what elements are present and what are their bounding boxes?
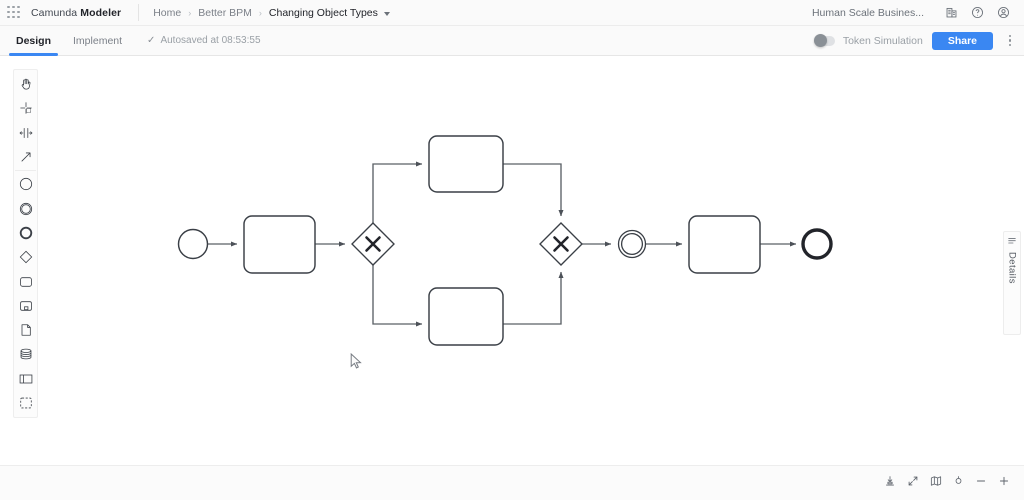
flow-gateway-to-task-top[interactable] bbox=[372, 161, 423, 223]
autosave-status: ✓ Autosaved at 08:53:55 bbox=[147, 35, 260, 46]
element-palette bbox=[13, 69, 38, 419]
mouse-cursor bbox=[350, 353, 362, 369]
chevron-down-icon[interactable] bbox=[383, 11, 390, 16]
canvas-footer bbox=[0, 465, 1024, 500]
create-gateway[interactable] bbox=[13, 245, 38, 269]
minus-icon[interactable] bbox=[975, 475, 987, 487]
space-tool[interactable] bbox=[13, 121, 38, 145]
create-data-store[interactable] bbox=[13, 342, 38, 366]
create-task[interactable] bbox=[13, 269, 38, 293]
organization-name[interactable]: Human Scale Busines... bbox=[811, 6, 924, 19]
lasso-tool[interactable] bbox=[13, 96, 38, 120]
share-button[interactable]: Share bbox=[931, 31, 993, 50]
details-panel-tab[interactable]: Details bbox=[1003, 231, 1021, 335]
create-group[interactable] bbox=[13, 391, 38, 415]
flow-task-top-to-join[interactable] bbox=[503, 163, 564, 217]
editor-toolbar: Design Implement ✓ Autosaved at 08:53:55… bbox=[0, 26, 1024, 56]
breadcrumb-separator: › bbox=[258, 7, 262, 18]
reset-zoom-icon[interactable] bbox=[953, 475, 964, 486]
create-data-object[interactable] bbox=[13, 318, 38, 342]
token-simulation-label: Token Simulation bbox=[842, 34, 923, 47]
organization-icon[interactable] bbox=[938, 0, 964, 26]
breadcrumb: Home › Better BPM › Changing Object Type… bbox=[153, 7, 390, 19]
account-icon[interactable] bbox=[990, 0, 1016, 26]
header-divider bbox=[138, 4, 140, 21]
apps-grid-icon[interactable] bbox=[7, 5, 21, 20]
flow-task-bottom-to-join[interactable] bbox=[503, 271, 564, 325]
brand-label[interactable]: Camunda Modeler bbox=[31, 7, 121, 19]
help-icon[interactable] bbox=[964, 0, 990, 26]
token-simulation-control[interactable]: Token Simulation bbox=[813, 34, 923, 47]
breadcrumb-separator: › bbox=[188, 7, 192, 18]
end-event[interactable] bbox=[801, 228, 833, 260]
global-connect-tool[interactable] bbox=[13, 145, 38, 169]
task-2[interactable] bbox=[688, 215, 761, 274]
breadcrumb-project[interactable]: Better BPM bbox=[198, 6, 252, 19]
create-participant[interactable] bbox=[13, 367, 38, 391]
tab-implement[interactable]: Implement bbox=[73, 34, 123, 47]
flow-gateway-to-task-bottom[interactable] bbox=[372, 265, 423, 327]
download-icon[interactable] bbox=[884, 475, 896, 487]
create-intermediate-event[interactable] bbox=[13, 196, 38, 220]
details-panel-label: Details bbox=[1006, 252, 1018, 284]
sequence-flows bbox=[208, 161, 797, 327]
palette-divider bbox=[15, 170, 36, 172]
hand-tool[interactable] bbox=[13, 72, 38, 96]
start-event[interactable] bbox=[177, 228, 209, 260]
brand-bold: Modeler bbox=[80, 6, 122, 19]
zoom-toolbar bbox=[884, 472, 1010, 489]
breadcrumb-home[interactable]: Home bbox=[153, 6, 182, 19]
header-right-group: Human Scale Busines... bbox=[812, 0, 1024, 26]
intermediate-event[interactable] bbox=[617, 229, 647, 259]
diagram-canvas[interactable] bbox=[0, 56, 1024, 465]
bpmn-diagram bbox=[177, 135, 833, 346]
kebab-menu-icon[interactable] bbox=[1002, 30, 1018, 52]
gateway-split[interactable] bbox=[351, 222, 395, 266]
task-bottom[interactable] bbox=[428, 287, 504, 346]
create-start-event[interactable] bbox=[13, 172, 38, 196]
expand-arrows-icon[interactable] bbox=[907, 475, 919, 487]
map-icon[interactable] bbox=[930, 475, 942, 487]
brand-prefix: Camunda bbox=[31, 6, 81, 19]
toggle-knob bbox=[813, 34, 827, 47]
toolbar-right-group: Token Simulation Share bbox=[813, 30, 1024, 52]
token-simulation-toggle[interactable] bbox=[813, 34, 835, 47]
list-lines-icon bbox=[1007, 236, 1017, 246]
plus-icon[interactable] bbox=[998, 475, 1010, 487]
autosave-text: Autosaved at 08:53:55 bbox=[160, 35, 261, 46]
create-subprocess[interactable] bbox=[13, 294, 38, 318]
gateway-join[interactable] bbox=[539, 222, 583, 266]
editor-tabs: Design Implement bbox=[0, 26, 133, 56]
check-icon: ✓ bbox=[147, 34, 156, 46]
task-top[interactable] bbox=[428, 135, 504, 193]
tab-design[interactable]: Design bbox=[5, 26, 62, 56]
breadcrumb-file[interactable]: Changing Object Types bbox=[268, 6, 378, 19]
task-1[interactable] bbox=[243, 215, 316, 274]
create-end-event[interactable] bbox=[13, 221, 38, 245]
top-header: Camunda Modeler Home › Better BPM › Chan… bbox=[0, 0, 1024, 26]
